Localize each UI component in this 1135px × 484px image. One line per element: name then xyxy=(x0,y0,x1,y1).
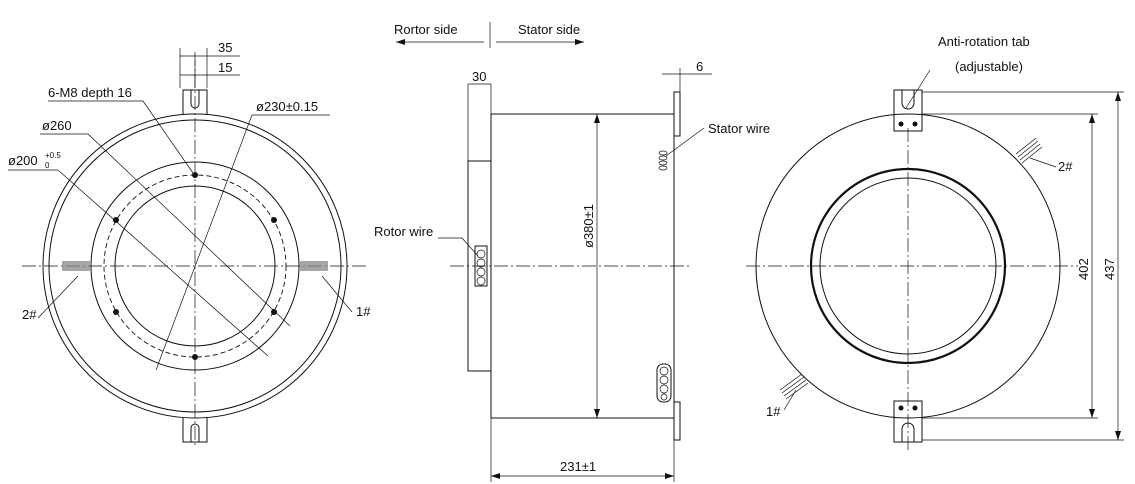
dia-230-leader xyxy=(155,114,253,371)
bottom-tab xyxy=(182,418,208,443)
outer-housing-inner-circle xyxy=(48,119,342,413)
mounting-hole xyxy=(271,309,277,315)
rotor-flange xyxy=(467,160,492,372)
dia-260-callout: ø260 xyxy=(42,118,72,133)
stator-wire-bundle xyxy=(658,150,668,171)
dim-231-label: 231±1 xyxy=(560,459,596,474)
rear-top-tab xyxy=(893,89,923,132)
bore-circle xyxy=(114,185,276,347)
dia-230-callout: ø230±0.15 xyxy=(256,99,318,114)
stator-inner-ring-outer xyxy=(809,167,1007,365)
dim-35-15 xyxy=(179,48,240,88)
anti-rotation-label: Anti-rotation tab xyxy=(938,34,1030,49)
rotor-side-label: Rortor side xyxy=(394,22,458,37)
rotor-wire-label: Rotor wire xyxy=(374,224,433,239)
stator-wire-1 xyxy=(779,373,809,400)
wire-2-label-left: 2# xyxy=(22,307,37,322)
dim-35-label: 35 xyxy=(218,40,232,55)
stator-wire-label: Stator wire xyxy=(708,121,770,136)
wire-1-label-left: 1# xyxy=(356,304,371,319)
dim-6-label: 6 xyxy=(696,59,703,74)
dim-437-label: 437 xyxy=(1102,258,1117,280)
mounting-hole xyxy=(113,217,119,223)
mounting-holes xyxy=(113,172,277,360)
dim-380-label: ø380±1 xyxy=(581,204,596,248)
top-tab xyxy=(182,89,208,114)
dia-200-leader xyxy=(57,169,269,357)
dia-200-callout: ø200 xyxy=(8,153,38,168)
wire-2-label-right: 2# xyxy=(1058,159,1073,174)
stator-side-label: Stator side xyxy=(518,22,580,37)
mounting-hole xyxy=(192,354,198,360)
mounting-hole xyxy=(271,217,277,223)
stator-wire-2 xyxy=(1015,137,1043,164)
mounting-hole xyxy=(192,172,198,178)
mounting-hole xyxy=(113,309,119,315)
front-view: 35 15 6-M8 depth 16 ø230±0.15 ø260 ø200 … xyxy=(8,40,371,445)
wire-bundle-right xyxy=(300,261,328,271)
stator-tab-bottom xyxy=(673,401,681,441)
holes-leader-line xyxy=(142,100,194,174)
holes-callout: 6-M8 depth 16 xyxy=(48,85,132,100)
adjustable-label: (adjustable) xyxy=(955,59,1023,74)
side-view: Rortor side Stator side 30 6 Sta xyxy=(374,22,770,482)
wire-1-label-right: 1# xyxy=(766,404,781,419)
rear-view: Anti-rotation tab (adjustable) 2# 1# 402 xyxy=(746,34,1124,450)
rotor-wire-bundle xyxy=(474,245,488,287)
dim-30-label: 30 xyxy=(472,69,486,84)
dim-15-label: 15 xyxy=(218,60,232,75)
outer-housing-circle xyxy=(42,113,348,419)
dim-402-label: 402 xyxy=(1076,258,1091,280)
rotor-flange-circle xyxy=(90,161,300,371)
dia-260-leader xyxy=(87,133,291,327)
rear-bottom-tab xyxy=(893,400,923,443)
stator-outer-circle xyxy=(755,113,1061,419)
dia-200-tol-lower: 0 xyxy=(45,161,50,170)
dia-200-tol-upper: +0.5 xyxy=(45,151,61,160)
stator-tab-top xyxy=(673,91,681,137)
stator-wire-outlet xyxy=(656,363,672,403)
stator-inner-ring xyxy=(819,177,997,355)
wire-bundle-left xyxy=(62,261,90,271)
